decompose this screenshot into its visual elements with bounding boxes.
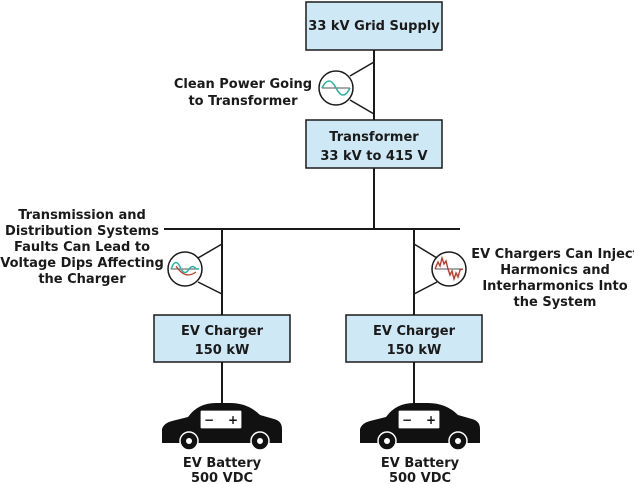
clean-power-waveform-icon <box>318 61 375 115</box>
grid-supply-label: 33 kV Grid Supply <box>308 19 440 34</box>
clean-power-line-2: to Transformer <box>188 94 298 109</box>
battery-plus-sign: + <box>426 413 436 427</box>
ev-battery-left-label: EV Battery 500 VDC <box>183 456 262 484</box>
ev-charger-left-label: EV Charger <box>181 324 264 339</box>
ev-charger-left-power: 150 kW <box>195 343 250 358</box>
ev-battery-right-voltage: 500 VDC <box>389 471 451 484</box>
ev-battery-right-title: EV Battery <box>381 456 460 471</box>
voltage-dip-line-3: Faults Can Lead to <box>14 240 150 255</box>
harmonics-waveform-icon <box>413 243 467 295</box>
harmonics-line-3: Interharmonics Into <box>482 279 627 294</box>
ev-charger-right-power: 150 kW <box>387 343 442 358</box>
voltage-dip-waveform-icon <box>167 243 223 295</box>
transformer-label: Transformer <box>329 130 419 145</box>
voltage-dip-line-4: Voltage Dips Affecting <box>0 256 164 271</box>
ev-battery-left-voltage: 500 VDC <box>191 471 253 484</box>
electric-car-icon: − + <box>162 403 282 451</box>
battery-plus-sign: + <box>228 413 238 427</box>
harmonics-line-2: Harmonics and <box>500 263 610 278</box>
ev-charger-right-label: EV Charger <box>373 324 456 339</box>
voltage-dip-annotation: Transmission and Distribution Systems Fa… <box>0 208 164 287</box>
clean-power-annotation: Clean Power Going to Transformer <box>174 77 312 109</box>
electric-car-icon: − + <box>360 403 480 451</box>
transformer-box: Transformer 33 kV to 415 V <box>305 119 443 169</box>
harmonics-annotation: EV Chargers Can Inject Harmonics and Int… <box>471 247 634 310</box>
voltage-dip-line-1: Transmission and <box>18 208 146 223</box>
clean-power-line-1: Clean Power Going <box>174 77 312 92</box>
battery-minus-sign: − <box>402 413 412 427</box>
voltage-dip-line-2: Distribution Systems <box>5 224 159 239</box>
grid-supply-box: 33 kV Grid Supply <box>305 1 443 51</box>
harmonics-line-1: EV Chargers Can Inject <box>471 247 634 262</box>
battery-icon <box>397 409 441 430</box>
transformer-rating: 33 kV to 415 V <box>320 149 427 164</box>
ev-charger-right-box: EV Charger 150 kW <box>345 314 483 363</box>
battery-icon <box>199 409 243 430</box>
ev-battery-left-title: EV Battery <box>183 456 262 471</box>
harmonics-line-4: the System <box>514 295 597 310</box>
ev-charger-left-box: EV Charger 150 kW <box>153 314 291 363</box>
battery-minus-sign: − <box>204 413 214 427</box>
ev-battery-right-label: EV Battery 500 VDC <box>381 456 460 484</box>
voltage-dip-line-5: the Charger <box>38 272 126 287</box>
